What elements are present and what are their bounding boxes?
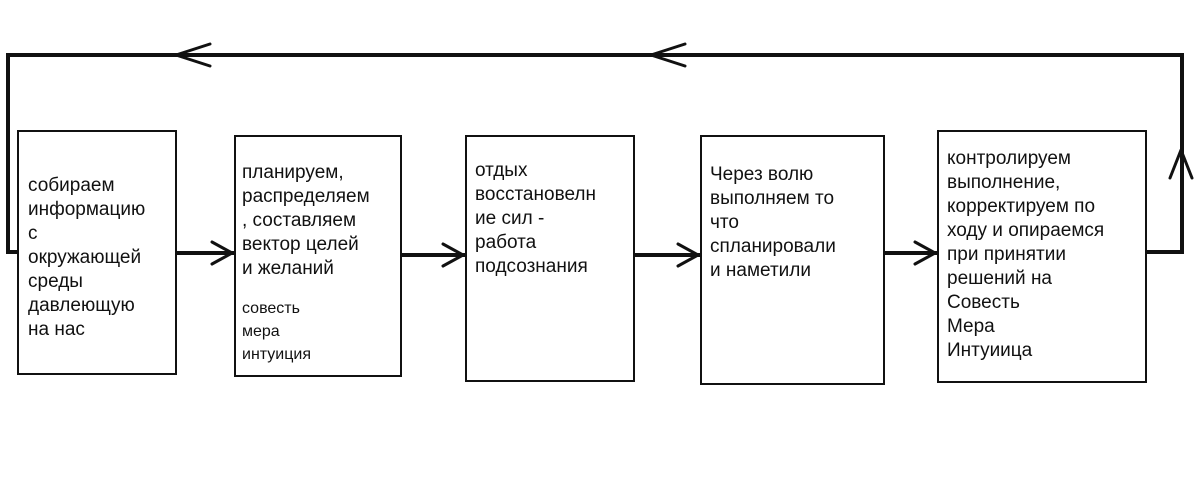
loop-arrowhead-up — [1168, 148, 1194, 180]
step-box-control: контролируем выполнение, корректируем по… — [937, 130, 1147, 383]
step-text-rest: отдых восстановелн ие сил - работа подсо… — [475, 160, 596, 277]
step-box-plan: планируем, распределяем , составляем век… — [234, 135, 402, 377]
arrowhead-3-4 — [676, 242, 700, 268]
loop-arrowhead-middle — [649, 42, 687, 68]
step-text-plan: планируем, распределяем , составляем век… — [242, 162, 370, 279]
step-text-execute: Через волю выполняем то что спланировали… — [710, 164, 836, 281]
arrowhead-2-3 — [441, 242, 465, 268]
step-text-control: контролируем выполнение, корректируем по… — [947, 148, 1105, 361]
feedback-loop-line — [6, 53, 1184, 254]
step-box-collect: собираем информацию с окружающей среды д… — [17, 130, 177, 375]
step-text-collect: собираем информацию с окружающей среды д… — [28, 175, 146, 340]
step-subtext-plan: совесть мера интуиция — [242, 300, 311, 363]
step-box-execute: Через волю выполняем то что спланировали… — [700, 135, 885, 385]
arrowhead-4-5 — [913, 240, 937, 266]
loop-arrowhead-left — [174, 42, 212, 68]
arrowhead-1-2 — [210, 240, 234, 266]
step-box-rest: отдых восстановелн ие сил - работа подсо… — [465, 135, 635, 382]
